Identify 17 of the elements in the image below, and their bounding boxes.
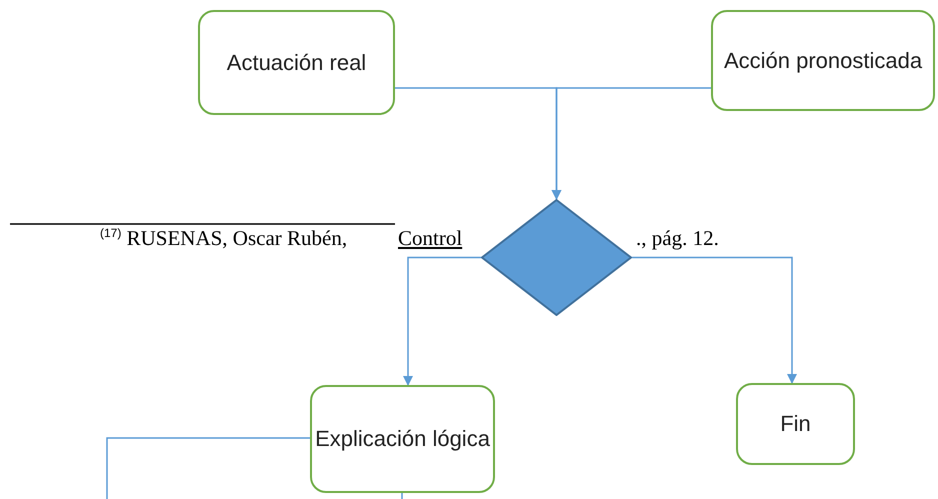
box-text: Actuación real <box>226 48 366 76</box>
footnote-text: Control <box>398 226 462 251</box>
connector-line <box>401 493 403 499</box>
arrow <box>632 256 797 384</box>
process-box <box>711 10 935 111</box>
process-box <box>310 385 495 493</box>
footnote-text: $^{(17)}$ RUSENAS, Oscar Rubén, <box>100 226 348 251</box>
box-text: Acción pronosticada <box>724 46 922 75</box>
arrow <box>403 256 481 386</box>
arrow <box>552 87 711 200</box>
process-box <box>198 10 395 115</box>
process-box <box>736 383 855 465</box>
box-text: Explicación lógica <box>315 425 490 453</box>
diamond-shape <box>481 199 632 316</box>
connector-line <box>106 437 310 499</box>
footnote-text: ., pág. 12. <box>636 226 719 251</box>
box-text: Fin <box>780 410 811 438</box>
